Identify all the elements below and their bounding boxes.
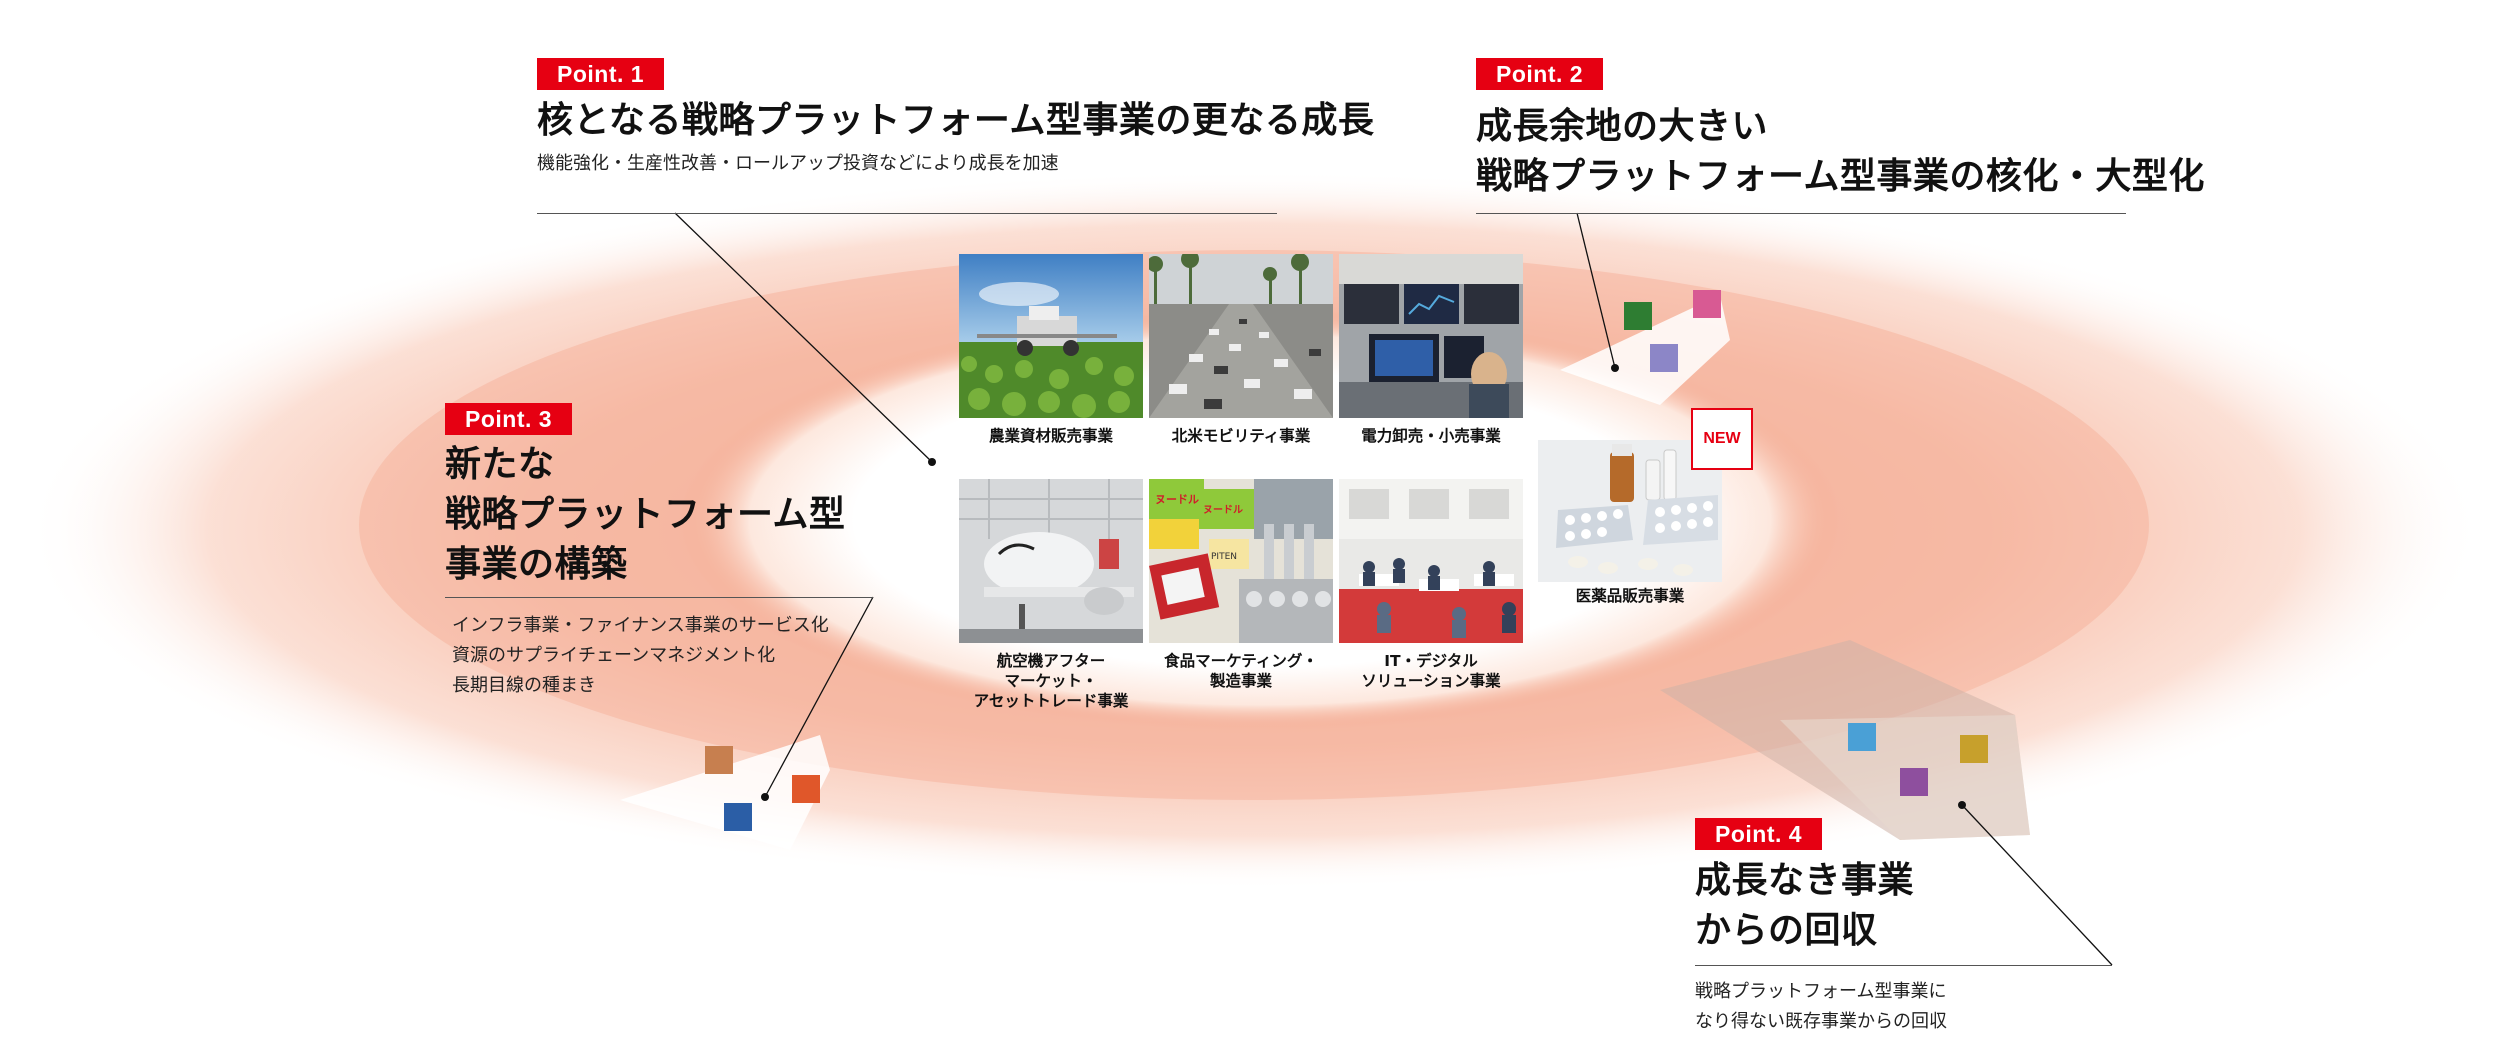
point-1-badge: Point. 1 — [537, 58, 665, 90]
point-4-subtitle: 戦略プラットフォーム型事業に なり得ない既存事業からの回収 — [1695, 981, 1947, 1032]
noodle-pack-1-mark: ヌードル — [1155, 493, 1199, 506]
square-skyblue — [1848, 723, 1876, 751]
beam-point-2 — [1560, 295, 1730, 405]
pharma-photo — [1538, 440, 1722, 582]
point-4-badge: Point. 4 — [1695, 818, 1823, 850]
business-pharma-label: 医薬品販売事業 — [1575, 587, 1685, 605]
business-pharma: 医薬品販売事業 — [1538, 440, 1722, 605]
business-power: 電力卸売・小売事業 — [1339, 254, 1523, 445]
aircraft-photo — [959, 479, 1143, 643]
square-green — [1624, 302, 1652, 330]
business-food-label: 食品マーケティング・ 製造事業 — [1164, 652, 1318, 690]
dot-point-2 — [1611, 364, 1619, 372]
business-aircraft-label: 航空機アフター マーケット・ アセットトレード事業 — [973, 652, 1129, 710]
business-power-label: 電力卸売・小売事業 — [1361, 427, 1501, 445]
point-3-rule — [445, 597, 873, 598]
point-3-subtitle: インフラ事業・ファイナンス事業のサービス化 資源のサプライチェーンマネジメント化… — [452, 615, 829, 696]
point-3-title: 新たな 戦略プラットフォーム型 事業の構築 — [445, 444, 846, 585]
dot-point-4 — [1958, 801, 1966, 809]
square-orange — [792, 775, 820, 803]
business-agri-label: 農業資材販売事業 — [988, 427, 1113, 445]
point-1-subtitle: 機能強化・生産性改善・ロールアップ投資などにより成長を加速 — [537, 153, 1059, 174]
highway-photo — [1149, 254, 1333, 418]
square-pink — [1693, 290, 1721, 318]
business-aircraft: 航空機アフター マーケット・ アセットトレード事業 — [959, 479, 1143, 710]
beam-point-3 — [620, 735, 830, 850]
food-photo: ヌードル ヌードル PITEN — [1149, 479, 1333, 643]
point-2-rule — [1476, 213, 2126, 214]
point-1-title: 核となる戦略プラットフォーム型事業の更なる成長 — [537, 100, 1375, 141]
dot-point-1 — [928, 458, 936, 466]
new-badge: NEW — [1691, 408, 1753, 470]
leader-point-1 — [674, 212, 933, 463]
square-tan — [705, 746, 733, 774]
business-mobility: 北米モビリティ事業 — [1149, 254, 1333, 445]
point-1-rule — [537, 213, 1277, 214]
control-room-photo — [1339, 254, 1523, 418]
dot-point-3 — [761, 793, 769, 801]
business-it-label: IT・デジタル ソリューション事業 — [1361, 652, 1501, 690]
square-mustard — [1960, 735, 1988, 763]
square-lavender — [1650, 344, 1678, 372]
square-purple — [1900, 768, 1928, 796]
point-4-rule — [1695, 965, 2112, 966]
point-4-title: 成長なき事業 からの回収 — [1695, 860, 1915, 951]
leader-point-3 — [764, 596, 874, 798]
noodle-pack-2-mark: ヌードル — [1203, 504, 1243, 516]
office-photo — [1339, 479, 1523, 643]
agri-photo — [959, 254, 1143, 418]
point-2-badge: Point. 2 — [1476, 58, 1604, 90]
point-2-title: 成長余地の大きい 戦略プラットフォーム型事業の核化・大型化 — [1476, 106, 2205, 197]
snack-pack-mark: PITEN — [1211, 552, 1237, 562]
business-it: IT・デジタル ソリューション事業 — [1339, 479, 1523, 690]
point-3-badge: Point. 3 — [445, 403, 573, 435]
business-food: ヌードル ヌードル PITEN 食品マーケティング・ 製造事業 — [1149, 479, 1333, 690]
leader-point-4 — [1961, 804, 2113, 966]
business-agri: 農業資材販売事業 — [959, 254, 1143, 445]
square-blue — [724, 803, 752, 831]
business-mobility-label: 北米モビリティ事業 — [1171, 427, 1311, 445]
leader-point-2 — [1576, 212, 1616, 369]
